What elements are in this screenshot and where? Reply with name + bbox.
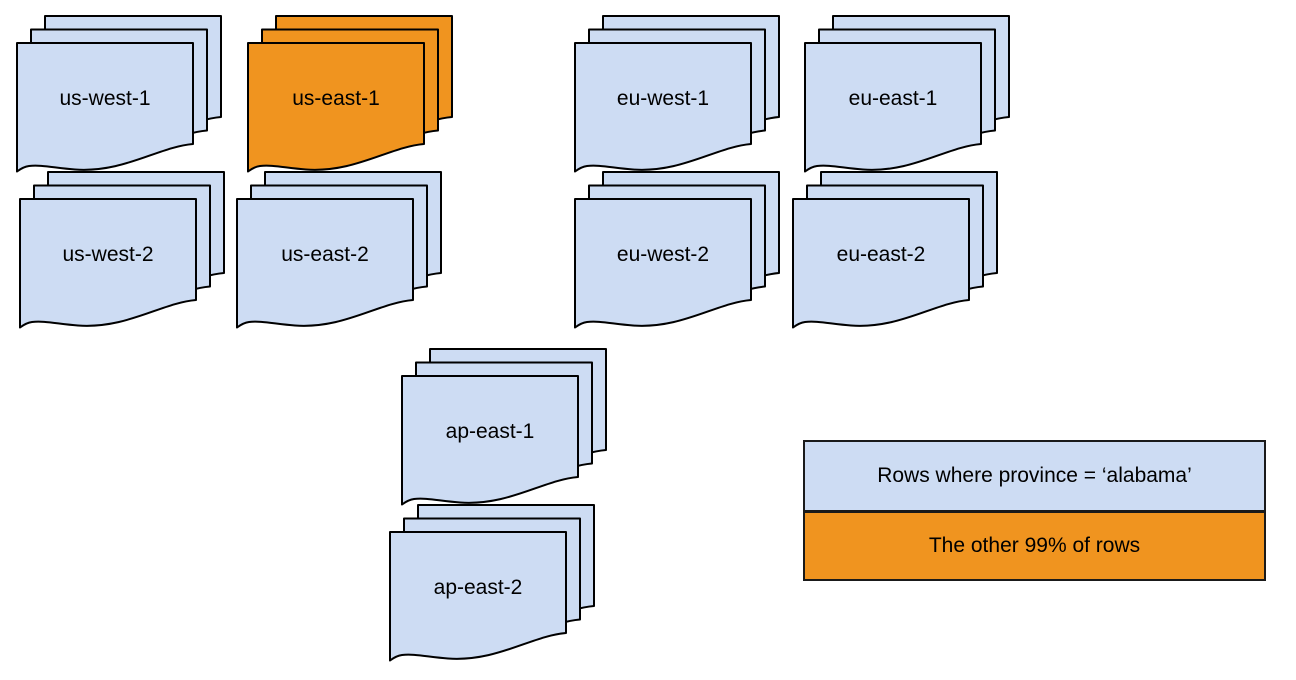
document-sheet-front-icon	[792, 198, 970, 329]
region-stack-eu-west-1: eu-west-1	[574, 15, 780, 173]
document-sheet-front-icon	[574, 198, 752, 329]
region-stack-eu-west-2: eu-west-2	[574, 171, 780, 329]
region-label: eu-east-2	[837, 243, 926, 266]
region-label: ap-east-2	[434, 576, 523, 599]
region-label: ap-east-1	[446, 420, 535, 443]
region-stack-eu-east-1: eu-east-1	[804, 15, 1010, 173]
region-label: eu-west-2	[617, 243, 709, 266]
region-label: us-west-2	[62, 243, 153, 266]
legend-item-label: The other 99% of rows	[928, 534, 1141, 557]
document-sheet-front-icon	[236, 198, 414, 329]
document-sheet-front-icon	[574, 42, 752, 173]
document-sheet-front-icon	[19, 198, 197, 329]
legend-item-alabama-rows: Rows where province = ‘alabama’	[805, 442, 1264, 510]
region-label: us-east-1	[292, 87, 380, 110]
document-sheet-front-icon	[804, 42, 982, 173]
region-stack-eu-east-2: eu-east-2	[792, 171, 998, 329]
region-stack-us-east-2: us-east-2	[236, 171, 442, 329]
region-label: us-east-2	[281, 243, 369, 266]
document-sheet-front-icon	[389, 531, 567, 662]
region-label: us-west-1	[59, 87, 150, 110]
region-label: eu-east-1	[849, 87, 938, 110]
region-label: eu-west-1	[617, 87, 709, 110]
legend-item-other-rows: The other 99% of rows	[805, 510, 1264, 579]
legend: Rows where province = ‘alabama’ The othe…	[803, 440, 1266, 581]
region-stack-us-west-2: us-west-2	[19, 171, 225, 329]
document-sheet-front-icon	[247, 42, 425, 173]
legend-item-label: Rows where province = ‘alabama’	[877, 464, 1192, 487]
region-stack-ap-east-1: ap-east-1	[401, 348, 607, 506]
region-stack-us-west-1: us-west-1	[16, 15, 222, 173]
document-sheet-front-icon	[401, 375, 579, 506]
region-stack-ap-east-2: ap-east-2	[389, 504, 595, 662]
region-stack-us-east-1: us-east-1	[247, 15, 453, 173]
document-sheet-front-icon	[16, 42, 194, 173]
